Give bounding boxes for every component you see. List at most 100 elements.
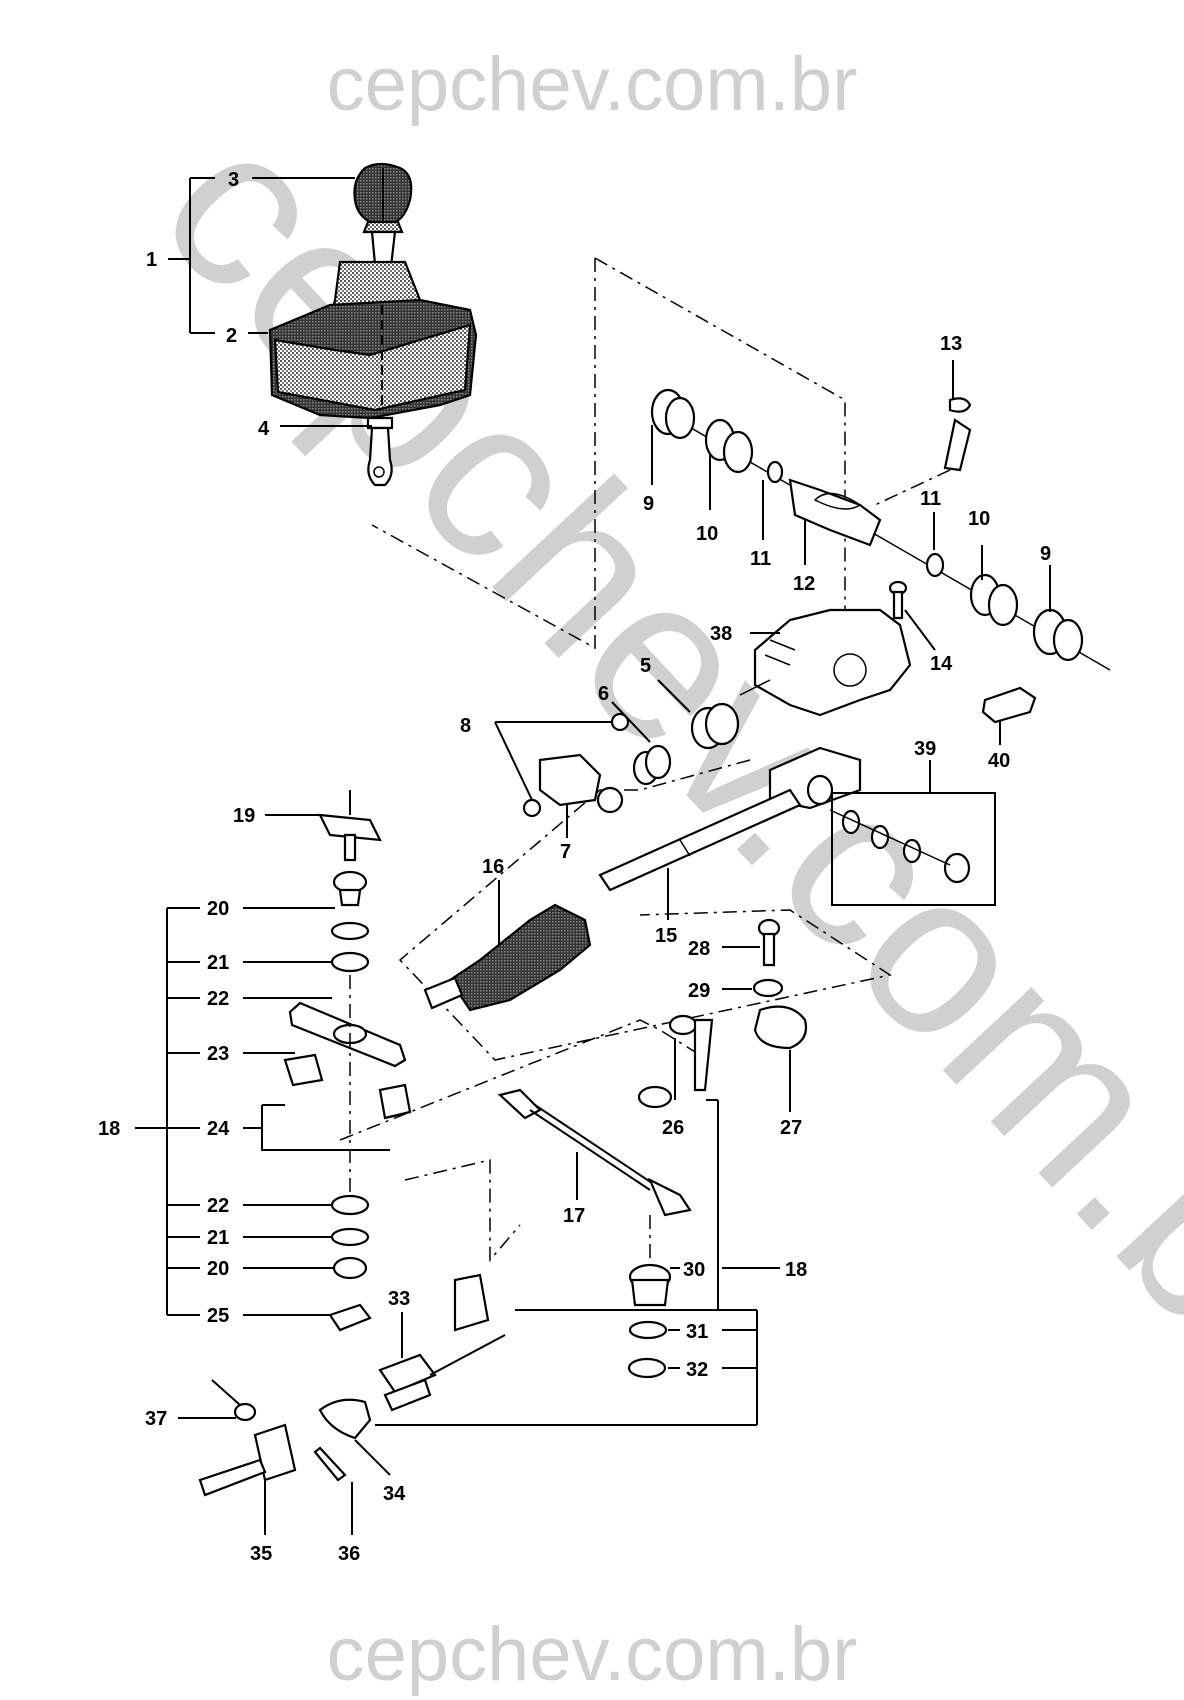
callout-33: 33 — [388, 1288, 410, 1310]
callout-28: 28 — [688, 938, 710, 960]
callout-14: 14 — [930, 653, 953, 675]
watermark-top: cepchev.com.br — [327, 42, 858, 127]
part-21-lower — [330, 1227, 370, 1247]
callout-10-right: 10 — [968, 508, 990, 530]
callout-group-15-16: 16 15 — [482, 856, 677, 947]
callout-1: 1 — [146, 249, 157, 271]
part-6-bushing — [632, 744, 672, 786]
callout-group-cross-shaft: 9 10 11 12 13 11 10 9 — [643, 333, 1051, 612]
part-left-stack — [283, 790, 412, 1332]
callout-2: 2 — [226, 325, 237, 347]
callout-13: 13 — [940, 333, 962, 355]
part-28-bolt — [757, 918, 781, 967]
part-31-washer — [628, 1320, 668, 1340]
callout-group-26-29: 28 29 26 27 — [662, 938, 802, 1139]
callout-group-housing: 38 14 40 — [710, 609, 1010, 772]
callout-group-5-8: 5 6 8 7 — [460, 655, 691, 863]
callout-10-left: 10 — [696, 523, 718, 545]
part-10-right — [969, 573, 1019, 627]
part-20-lower — [332, 1256, 368, 1280]
part-lower-left-group — [198, 1273, 506, 1497]
callout-6: 6 — [598, 683, 609, 705]
callout-19: 19 — [233, 805, 255, 827]
part-7-pivot — [538, 753, 624, 814]
part-37-nut — [211, 1379, 257, 1422]
assembly-guide-lines — [339, 257, 892, 1263]
part-39-kit: 39 — [829, 738, 996, 906]
part-11-right — [925, 552, 945, 578]
callout-group-left-stack: 19 20 21 22 23 18 24 22 21 20 25 — [98, 805, 390, 1327]
part-15-shift-rod — [598, 788, 802, 892]
callout-20-upper: 20 — [207, 898, 229, 920]
callout-20-lower: 20 — [207, 1258, 229, 1280]
callout-27: 27 — [780, 1117, 802, 1139]
part-right-mid-group — [637, 918, 808, 1109]
callout-29: 29 — [688, 980, 710, 1002]
callout-21-lower: 21 — [207, 1227, 229, 1249]
part-14-bolt — [888, 580, 908, 620]
part-32-clip — [627, 1357, 667, 1379]
callout-22-upper: 22 — [207, 988, 229, 1010]
callout-34: 34 — [383, 1483, 406, 1505]
part-13-pin — [874, 397, 972, 506]
callout-21-upper: 21 — [207, 952, 229, 974]
part-16-boot — [423, 903, 592, 1012]
callout-24: 24 — [207, 1118, 230, 1140]
part-9-right — [1032, 608, 1084, 662]
callout-7: 7 — [560, 841, 571, 863]
part-29-washer — [752, 978, 784, 998]
part-17-link-rod: 17 — [497, 1088, 692, 1227]
callout-38: 38 — [710, 623, 732, 645]
part-25-clip — [328, 1303, 372, 1332]
callout-23: 23 — [207, 1043, 229, 1065]
part-lower-right-stack — [627, 1215, 672, 1379]
callout-18-left: 18 — [98, 1118, 120, 1140]
part-cross-shaft-group — [650, 388, 1111, 671]
callout-26: 26 — [662, 1117, 684, 1139]
callout-22-lower: 22 — [207, 1195, 229, 1217]
callout-16: 16 — [482, 856, 504, 878]
part-21-upper — [330, 921, 370, 941]
callout-30: 30 — [683, 1259, 705, 1281]
part-9-left — [650, 388, 696, 440]
part-10-left — [704, 418, 754, 474]
watermark-bottom: cepchev.com.br — [327, 1612, 858, 1697]
callout-9-right: 9 — [1040, 543, 1051, 565]
part-24-block-b — [378, 1083, 412, 1120]
callout-9-left: 9 — [643, 493, 654, 515]
callout-17: 17 — [563, 1205, 585, 1227]
callout-12: 12 — [793, 573, 815, 595]
part-36-pin — [313, 1446, 347, 1482]
part-26-arm — [637, 1014, 714, 1109]
callout-group-30-32: 30 18 31 32 — [375, 1099, 807, 1426]
part-5-bushing — [690, 702, 740, 750]
callout-18-right: 18 — [785, 1259, 807, 1281]
part-40-clip — [981, 686, 1037, 724]
callout-5: 5 — [640, 655, 651, 677]
part-11-left — [766, 460, 784, 484]
callout-15: 15 — [655, 925, 677, 947]
part-38-housing — [739, 608, 912, 717]
callout-37: 37 — [145, 1408, 167, 1430]
callout-11-left: 11 — [750, 548, 771, 570]
callout-8: 8 — [460, 715, 471, 737]
callout-25: 25 — [207, 1305, 229, 1327]
callout-3: 3 — [228, 169, 239, 191]
part-8-balls — [522, 712, 630, 818]
part-12-selector — [788, 478, 882, 547]
callout-36: 36 — [338, 1543, 360, 1565]
part-24-block-a — [283, 1053, 324, 1087]
callout-group-33-37: 33 34 35 36 37 — [145, 1288, 410, 1565]
part-shift-lever-assembly — [268, 162, 478, 487]
part-34-bracket — [318, 1398, 372, 1440]
part-22-upper — [330, 951, 370, 973]
callout-11-right: 11 — [920, 488, 941, 510]
part-33-lever-mount — [378, 1273, 506, 1412]
callout-31: 31 — [686, 1321, 708, 1343]
part-22-lower — [330, 1194, 370, 1216]
part-35-fork — [198, 1423, 297, 1497]
callout-4: 4 — [258, 418, 270, 440]
callout-40: 40 — [988, 750, 1010, 772]
callout-39: 39 — [914, 738, 936, 760]
